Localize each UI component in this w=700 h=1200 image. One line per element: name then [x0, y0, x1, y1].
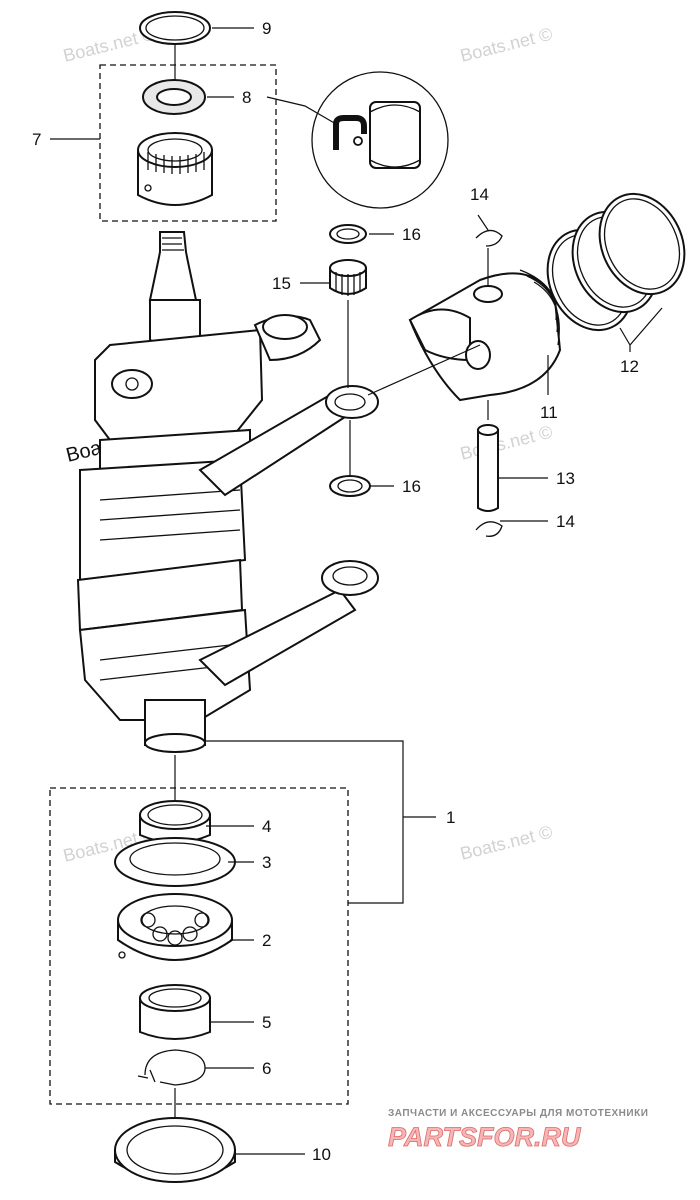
part-2-ball-bearing [117, 893, 233, 961]
callout-13: 13 [556, 469, 575, 488]
part-5-inner-race [139, 984, 211, 1040]
watermark: Boats.net © [458, 422, 554, 464]
callout-3: 3 [262, 853, 271, 872]
callout-5: 5 [262, 1013, 271, 1032]
callout-2: 2 [262, 931, 271, 950]
callout-11: 11 [540, 403, 558, 422]
connecting-rod-upper [198, 385, 379, 497]
callout-14-bottom: 14 [556, 512, 575, 531]
callout-4: 4 [262, 817, 271, 836]
part-10-thrust-washer [114, 1117, 236, 1183]
watermark: Boats.net © [458, 24, 554, 66]
callout-16-top: 16 [402, 225, 421, 244]
callout-9: 9 [262, 19, 271, 38]
part-8-seal [142, 79, 206, 115]
part-9-oring [139, 11, 211, 45]
bearing-group-box-bottom [49, 787, 349, 1105]
part-14-clip-top [475, 229, 503, 247]
callout-10: 10 [312, 1145, 331, 1164]
bearing-group-box-top [99, 64, 277, 222]
callout-12: 12 [620, 357, 639, 376]
part-16-washer-bottom [329, 475, 371, 497]
callout-6: 6 [262, 1059, 271, 1078]
callout-16-bottom: 16 [402, 477, 421, 496]
brand-tagline: ЗАПЧАСТИ И АКСЕССУАРЫ ДЛЯ МОТОТЕХНИКИ [388, 1108, 648, 1119]
part-4-oil-seal [139, 800, 211, 844]
callout-8: 8 [242, 88, 251, 107]
grease-detail [311, 71, 449, 209]
leader-lines [50, 27, 663, 1155]
part-14-clip-bottom [475, 521, 503, 537]
brand-logo: PARTSFOR.RU [388, 1122, 582, 1152]
callout-labels: 9 8 7 14 16 15 12 11 13 16 14 1 4 3 2 5 … [32, 19, 639, 1164]
watermark: Boats.net © [458, 822, 554, 864]
part-11-piston [408, 269, 562, 402]
callout-14-top: 14 [470, 185, 489, 204]
part-16-washer-top [329, 224, 367, 244]
part-6-circlip [137, 1049, 206, 1086]
part-3-shim [114, 837, 236, 887]
part-12-piston-rings [546, 192, 686, 332]
grease-application-icon [333, 115, 367, 150]
callout-7: 7 [32, 130, 41, 149]
callout-1: 1 [446, 808, 455, 827]
connecting-rod-lower [198, 560, 379, 687]
part-7-needle-bearing [137, 132, 213, 206]
crankshaft [76, 231, 322, 753]
part-13-piston-pin [477, 424, 499, 512]
callout-15: 15 [272, 274, 291, 293]
part-15-needle-bearing [329, 259, 367, 296]
brand-watermark: ЗАПЧАСТИ И АКСЕССУАРЫ ДЛЯ МОТОТЕХНИКИ PA… [388, 1108, 648, 1152]
